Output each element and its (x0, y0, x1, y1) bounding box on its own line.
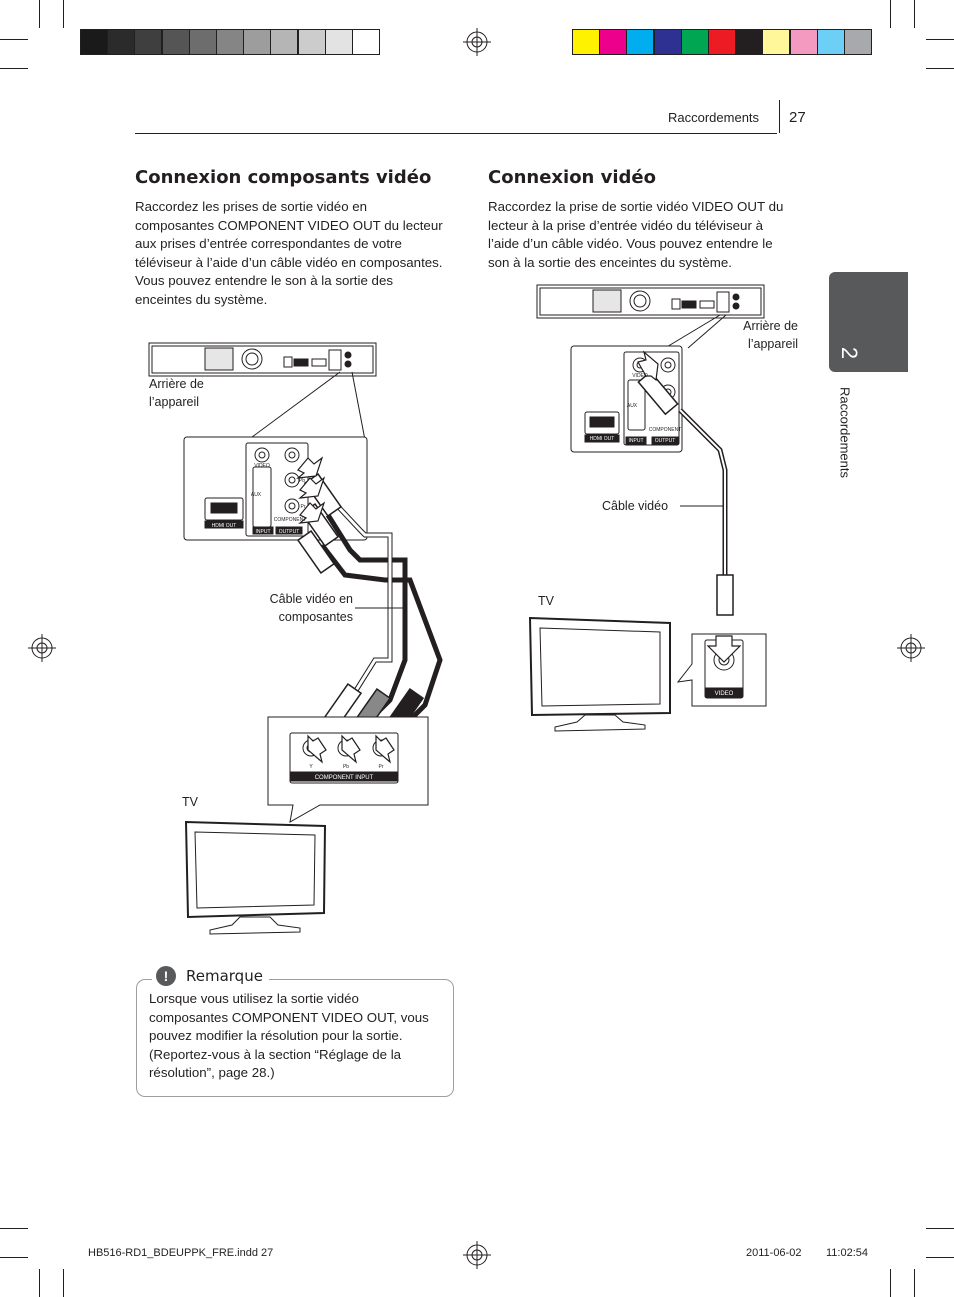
tv-label-pr: Pr (379, 764, 384, 770)
gray-swatch (324, 29, 353, 55)
panel-label-aux-right: AUX (627, 403, 638, 409)
panel-label-component-right: COMPONENT (649, 427, 682, 433)
panel-label-output: OUTPUT (279, 529, 300, 535)
registration-mark-left (28, 634, 56, 662)
color-swatch (735, 29, 764, 55)
header-divider (779, 100, 780, 133)
crop-mark (926, 39, 954, 40)
note-box (136, 979, 454, 1097)
color-swatch (680, 29, 709, 55)
footer-time: 11:02:54 (826, 1247, 869, 1259)
tv-label-video: VIDEO (715, 691, 734, 697)
crop-mark (39, 1269, 40, 1297)
panel-label-pr: Pr (301, 504, 306, 510)
color-swatch (762, 29, 791, 55)
footer-file: HB516-RD1_BDEUPPK_FRE.indd 27 (88, 1247, 274, 1259)
panel-label-component: COMPONENT (274, 517, 307, 523)
tv-label-pb: Pb (343, 764, 349, 770)
crop-mark (926, 1228, 954, 1229)
crop-mark (0, 39, 28, 40)
gray-swatch (352, 29, 380, 55)
chapter-tab (829, 272, 908, 372)
page-number: 27 (789, 109, 806, 126)
panel-label-pb: Pb (299, 478, 305, 484)
exclamation-icon: ! (156, 966, 176, 986)
tv-label-right: TV (538, 594, 554, 608)
color-swatch (789, 29, 818, 55)
color-swatch (626, 29, 655, 55)
note-header: ! Remarque (152, 964, 269, 988)
panel-label-input-right: INPUT (629, 438, 644, 444)
crop-mark (63, 1269, 64, 1297)
tv-label-left: TV (182, 795, 198, 809)
tv-label-component-input: COMPONENT INPUT (315, 775, 374, 781)
section-title-video: Connexion vidéo (488, 167, 657, 188)
color-swatch (844, 29, 872, 55)
section-paragraph-video: Raccordez la prise de sortie vidéo VIDEO… (488, 199, 784, 270)
gray-swatch (107, 29, 136, 55)
color-swatch (653, 29, 682, 55)
footer-date: 2011-06-02 (746, 1247, 802, 1259)
crop-mark (926, 1257, 954, 1258)
panel-label-hdmi: HDMI OUT (212, 523, 237, 529)
device-rear-illustration-right (536, 284, 765, 319)
tv-illustration-right (528, 616, 671, 732)
registration-mark-right (897, 634, 925, 662)
panel-label-video: VIDEO (254, 463, 270, 469)
crop-mark (63, 0, 64, 28)
video-cable-label: Câble vidéo (602, 499, 669, 513)
crop-mark (0, 1228, 28, 1229)
crop-mark (890, 1269, 891, 1297)
crop-mark (890, 0, 891, 28)
panel-label-hdmi-right: HDMI OUT (590, 436, 615, 442)
panel-label-input: INPUT (256, 529, 271, 535)
crop-mark (0, 1257, 28, 1258)
registration-mark-top (463, 28, 491, 56)
color-swatch (599, 29, 628, 55)
panel-label-aux: AUX (251, 492, 262, 498)
running-header-section: Raccordements (668, 110, 760, 125)
gray-swatch (297, 29, 326, 55)
panel-label-output-right: OUTPUT (655, 438, 676, 444)
crop-mark (0, 68, 28, 69)
device-rear-illustration (148, 342, 377, 377)
crop-mark (39, 0, 40, 28)
header-rule (135, 133, 777, 134)
note-title: Remarque (186, 967, 263, 985)
crop-mark (914, 1269, 915, 1297)
crop-mark (926, 68, 954, 69)
crop-mark (914, 0, 915, 28)
section-title-component: Connexion composants vidéo (135, 167, 432, 188)
registration-mark-bottom (463, 1241, 491, 1269)
panel-label-video-right: VIDEO (632, 373, 648, 379)
tv-label-y: Y (309, 764, 313, 770)
tv-illustration-left (184, 820, 327, 935)
